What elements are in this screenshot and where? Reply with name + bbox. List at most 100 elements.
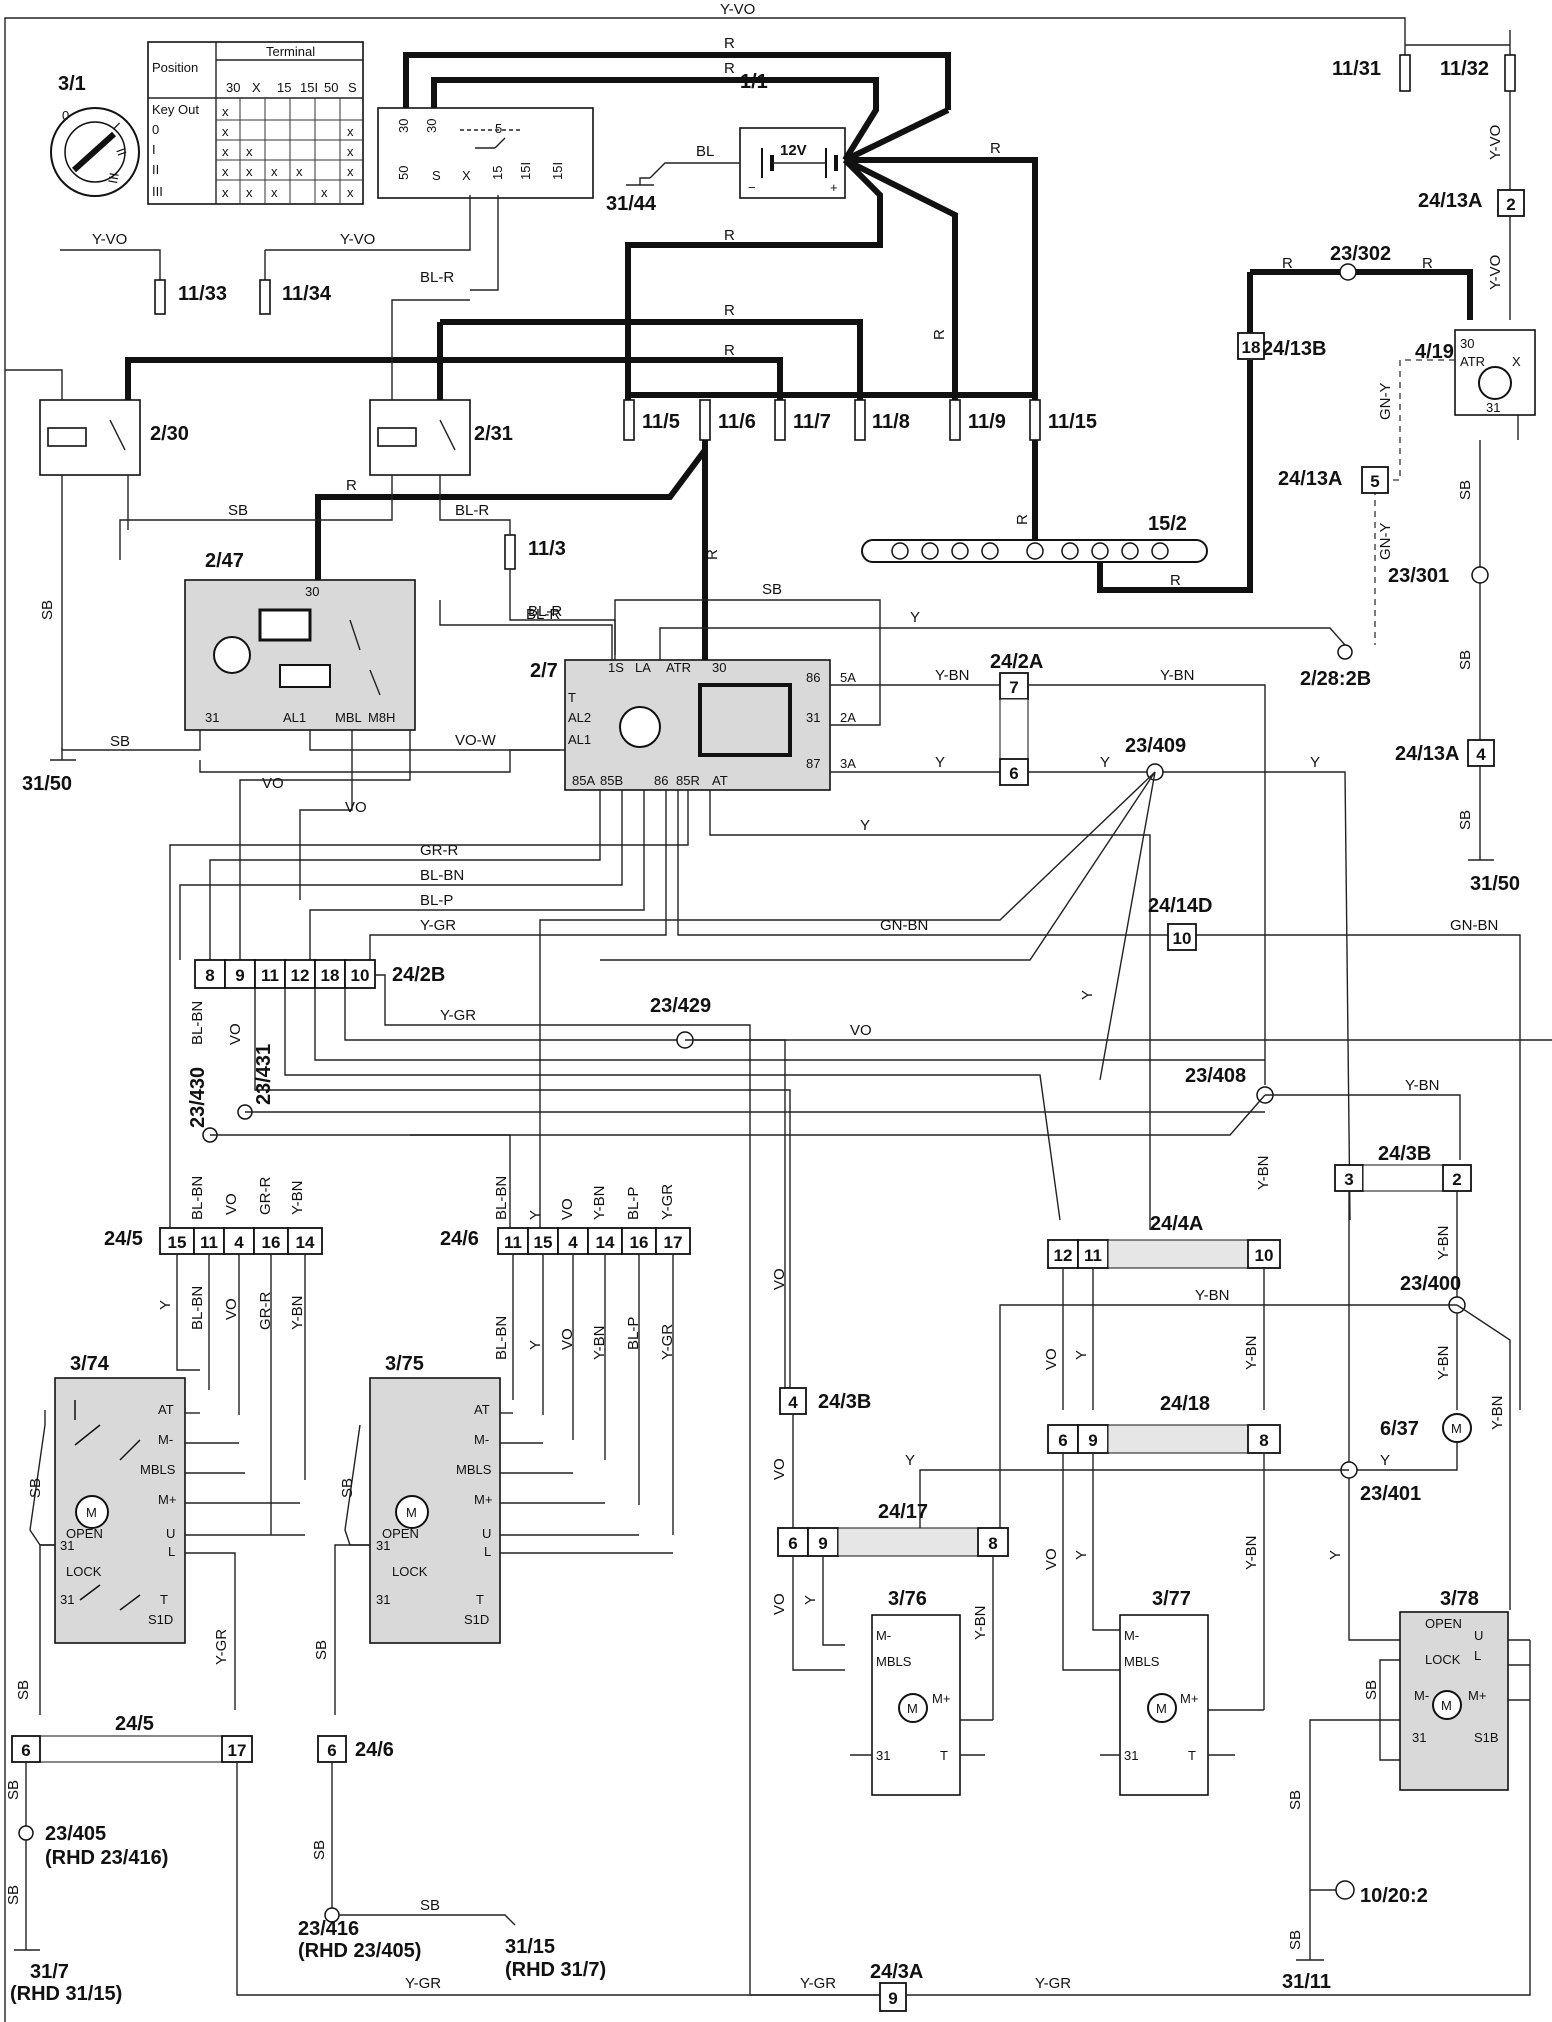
connector-label: 24/3B xyxy=(818,1391,871,1413)
wire-label: BL-BN xyxy=(189,1286,206,1330)
wire-label: Y-GR xyxy=(420,917,456,934)
reference-label: 2/28:2B xyxy=(1300,668,1371,690)
splice-label: 23/401 xyxy=(1360,1483,1421,1505)
wire-label: Y-GR xyxy=(405,1975,441,1992)
connector-pin: 12 xyxy=(1054,1246,1073,1265)
wire-label: VO xyxy=(771,1458,788,1480)
connector-pin: 9 xyxy=(235,966,244,985)
wire-label: Y-BN xyxy=(591,1326,608,1360)
wire-label: Y-VO xyxy=(720,1,755,18)
wire-label: VO xyxy=(850,1022,872,1039)
terminal-label: 31 xyxy=(1412,1730,1426,1745)
component-id: 3/74 xyxy=(70,1353,110,1375)
wire-label: VO xyxy=(771,1593,788,1615)
central-unit-2-7: 2/7 1S LA ATR 30 T AL2 AL1 85A 85B 86 85… xyxy=(199,581,1346,791)
ground-label: 31/50 xyxy=(22,773,72,795)
wire-label: BL-BN xyxy=(493,1316,510,1360)
terminal-label: T xyxy=(568,690,576,705)
connector-24-17: 4 24/3B VO VO 24/17 6 9 8 VO Y Y-BN xyxy=(771,1268,1009,1720)
terminal-label: X xyxy=(462,168,471,183)
ground-label: (RHD 31/7) xyxy=(505,1959,606,1981)
wire-label: VO xyxy=(223,1298,240,1320)
wire-label: GN-BN xyxy=(880,917,928,934)
splice-label: 23/405 xyxy=(45,1823,106,1845)
wire-label: Y-BN xyxy=(289,1181,306,1215)
connector-pin: 4 xyxy=(234,1233,244,1252)
terminal-label: 31 xyxy=(1486,400,1500,415)
wire-label: Y xyxy=(1327,1550,1344,1560)
battery-voltage: 12V xyxy=(780,142,807,159)
wire-label: SB xyxy=(5,1780,22,1800)
wire-label: BL-BN xyxy=(189,1176,206,1220)
wire-label: BL xyxy=(696,143,714,160)
splice-label: 23/416 xyxy=(298,1918,359,1940)
svg-text:M: M xyxy=(1441,1698,1452,1713)
wire-label: GR-R xyxy=(257,1292,274,1330)
splice-label: (RHD 23/416) xyxy=(45,1847,168,1869)
splice-label: 23/302 xyxy=(1330,243,1391,265)
wire-label: SB xyxy=(15,1680,32,1700)
splices-middle: 23/429 23/430 23/431 23/408 Y-BN VO BL-B… xyxy=(187,995,1461,1400)
wire-label: SB xyxy=(228,502,248,519)
connector-pin: 6 xyxy=(21,1741,30,1760)
terminal-label: 31 xyxy=(1124,1748,1138,1763)
fuse-11-3: 11/3 BL-R xyxy=(504,534,616,655)
connector-label: 24/13A xyxy=(1418,190,1483,212)
connector-pin: 16 xyxy=(262,1233,281,1252)
splice-label: 23/430 xyxy=(187,1067,209,1128)
connector-pin: 14 xyxy=(296,1233,315,1252)
svg-text:x: x xyxy=(271,164,278,179)
connector-label: 24/18 xyxy=(1160,1393,1210,1415)
fuse-label: 11/33 xyxy=(178,283,227,305)
connector-pin: 12 xyxy=(291,966,310,985)
connector-label: 24/4A xyxy=(1150,1213,1203,1235)
relay-2-31: 2/31 BL-R SB BL-R xyxy=(119,195,513,560)
terminal-label: 1S xyxy=(608,660,624,675)
svg-text:x: x xyxy=(347,124,354,139)
connector-pin: 8 xyxy=(205,966,214,985)
connector-label: 24/6 xyxy=(440,1228,479,1250)
terminal-label: X xyxy=(1512,354,1521,369)
terminal-label: 31 xyxy=(60,1538,74,1553)
terminal-label: 85A xyxy=(572,773,595,788)
terminal-label: 85R xyxy=(676,773,700,788)
wire-label: Y-BN xyxy=(1405,1077,1439,1094)
terminal-label: M- xyxy=(1414,1688,1429,1703)
fuse-label: 11/5 xyxy=(642,411,680,433)
terminal-label: S1B xyxy=(1474,1730,1499,1745)
terminal-label: 86 xyxy=(654,773,668,788)
terminal-label: AT xyxy=(474,1402,490,1417)
component-id: 2/30 xyxy=(150,423,189,445)
wire-label: SB xyxy=(1457,480,1474,500)
wire-label: Y-BN xyxy=(1160,667,1194,684)
svg-text:III: III xyxy=(105,171,122,184)
reference-label: 10/20:2 xyxy=(1360,1885,1428,1907)
svg-text:x: x xyxy=(347,185,354,200)
connector-pin: 15 xyxy=(168,1233,187,1252)
connector-pin: 10 xyxy=(1173,929,1192,948)
connector-pin: 6 xyxy=(1009,764,1018,783)
wire-label: Y xyxy=(157,1300,174,1310)
svg-text:−: − xyxy=(748,180,756,195)
position-label: 0 xyxy=(62,108,69,123)
wire-label: SB xyxy=(1363,1680,1380,1700)
wire-label: VO xyxy=(559,1328,576,1350)
wire-label: Y xyxy=(910,609,920,626)
wire-label: VO-W xyxy=(455,732,497,749)
terminal-label: T xyxy=(160,1592,168,1607)
connector-pin: 4 xyxy=(788,1393,798,1412)
terminal-col: 15I xyxy=(300,80,318,95)
terminal-label: 5 xyxy=(495,121,502,136)
wire-label: Y xyxy=(1079,990,1096,1000)
lower-left: 6 17 24/5 SB 23/405 (RHD 23/416) SB 31/7… xyxy=(5,1713,880,2005)
svg-text:x: x xyxy=(222,185,229,200)
connector-pin: 4 xyxy=(568,1233,578,1252)
connector-24-14D: 24/14D 10 xyxy=(1148,895,1213,951)
connector-label: 24/5 xyxy=(115,1713,154,1735)
connector-24-2A: 24/2A 7 6 Y-BN Y Y 23/409 Y xyxy=(539,651,1351,1230)
connector-pin: 5 xyxy=(1370,472,1379,491)
terminal-label: 31 xyxy=(806,710,820,725)
wire-label: Y xyxy=(1310,754,1320,771)
connector-24-2B: 8 9 11 12 18 10 24/2B Y-GR VO xyxy=(194,959,1552,1415)
terminal-label: AL1 xyxy=(568,732,591,747)
